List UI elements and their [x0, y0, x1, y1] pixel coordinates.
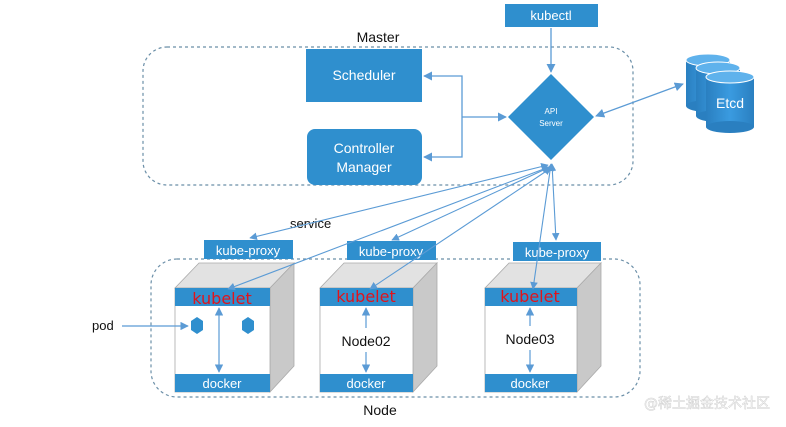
node-2-proxy-label: kube-proxy	[359, 244, 424, 259]
controller-manager-line1: Controller	[334, 140, 395, 156]
scheduler-api-connector	[423, 71, 463, 162]
node-2-docker-bar	[320, 374, 413, 392]
node-3-docker-bar	[485, 374, 577, 392]
node-2-kubelet-bar	[320, 288, 413, 306]
etcd-label: Etcd	[716, 95, 744, 111]
pod-label: pod	[92, 318, 114, 333]
node-1-docker-bar	[175, 374, 270, 392]
node-1-kubelet-bar	[175, 288, 270, 306]
master-title: Master	[357, 29, 400, 45]
etcd-icon	[685, 53, 755, 133]
api-kubelet2-arrow	[369, 167, 552, 290]
node-3: docker Node03 kubelet kube-proxy	[484, 242, 602, 394]
api-node-arrows	[227, 162, 560, 291]
pod-icon-1	[191, 317, 203, 334]
kubectl-box	[505, 4, 598, 27]
api-proxy3-arrow	[548, 163, 560, 241]
node-3-docker-label: docker	[510, 376, 550, 391]
pod-icon-2	[242, 317, 254, 334]
api-kubelet3-arrow	[530, 163, 554, 290]
node-2-kubelet-label: kubelet	[336, 287, 395, 306]
node-3-name: Node03	[505, 331, 554, 347]
node-2-docker-label: docker	[346, 376, 386, 391]
api-etcd-arrow	[595, 82, 684, 118]
node-3-proxy-label: kube-proxy	[525, 245, 590, 260]
node-section-title: Node	[363, 402, 397, 418]
api-server-diamond	[508, 74, 594, 160]
node-2-name: Node02	[341, 333, 390, 349]
node-3-kubelet-label: kubelet	[500, 287, 559, 306]
api-server-line1: API	[545, 107, 558, 116]
node-1-docker-label: docker	[202, 376, 242, 391]
scheduler-label: Scheduler	[332, 67, 395, 83]
kubectl-label: kubectl	[530, 8, 571, 23]
node-1-proxy-label: kube-proxy	[216, 243, 281, 258]
scheduler-box	[306, 49, 422, 102]
node-1: docker kubelet kube-proxy	[174, 240, 295, 394]
controller-manager-box	[307, 129, 422, 185]
watermark: @稀土掘金技术社区	[644, 396, 770, 412]
node-2: docker Node02 kubelet kube-proxy	[319, 241, 438, 394]
controller-manager-line2: Manager	[336, 159, 392, 175]
api-server-line2: Server	[539, 119, 563, 128]
node-1-kubelet-label: kubelet	[192, 289, 251, 308]
node-3-kubelet-bar	[485, 288, 577, 306]
